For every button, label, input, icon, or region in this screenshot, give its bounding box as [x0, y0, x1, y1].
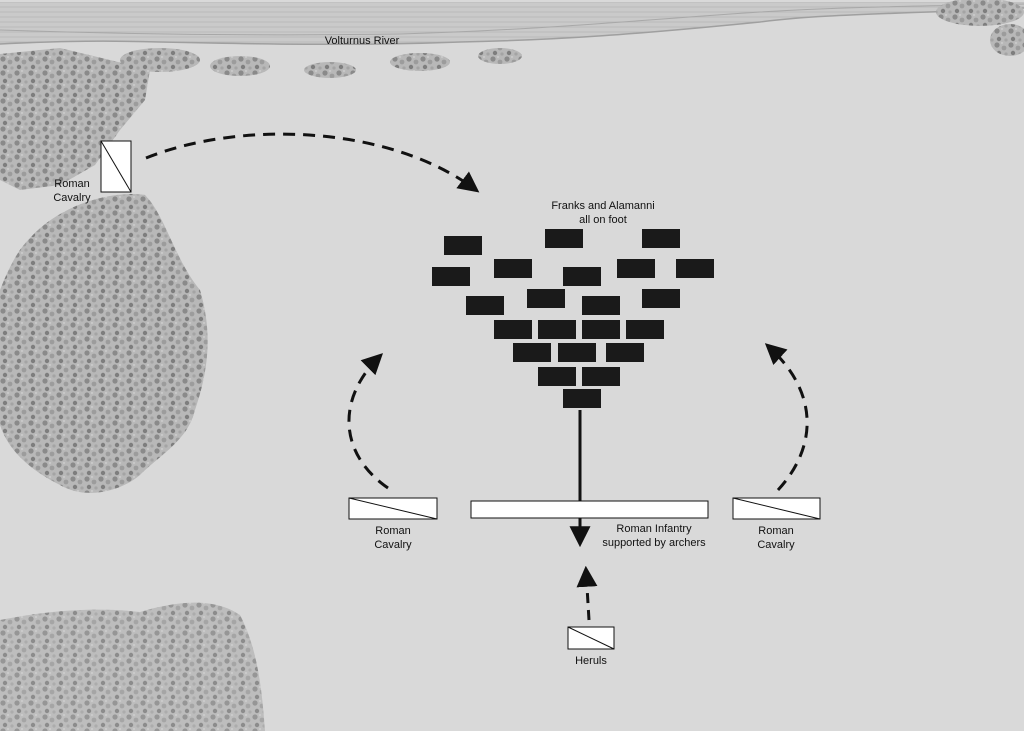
- enemy-block: [527, 289, 565, 308]
- enemy-block: [582, 367, 620, 386]
- heruls: Heruls: [567, 626, 615, 667]
- roman-cavalry-right-label-1: Roman: [758, 525, 793, 537]
- roman-cavalry-right: Roman Cavalry: [732, 497, 821, 551]
- roman-infantry-line: [470, 500, 709, 519]
- cavalry-nw-flank-arrow: [145, 132, 480, 193]
- roman-infantry-label-1: Roman Infantry: [616, 523, 692, 535]
- enemy-block: [513, 343, 551, 362]
- roman-infantry: Roman Infantry supported by archers: [470, 500, 709, 549]
- enemy-block: [582, 296, 620, 315]
- enemy-label-1: Franks and Alamanni: [551, 200, 654, 212]
- enemy-block: [432, 267, 470, 286]
- roman-infantry-label-2: supported by archers: [602, 537, 706, 549]
- enemy-block: [563, 389, 601, 408]
- enemy-block: [676, 259, 714, 278]
- enemy-block: [642, 229, 680, 248]
- roman-cavalry-left-label-1: Roman: [375, 525, 410, 537]
- enemy-block: [538, 367, 576, 386]
- forest-west: [0, 194, 208, 493]
- franks-alamanni-formation: [432, 229, 714, 408]
- heruls-label: Heruls: [575, 655, 607, 667]
- enemy-block: [642, 289, 680, 308]
- forest-southwest: [0, 602, 265, 731]
- heruls-advance-arrow: [576, 565, 598, 621]
- enemy-label-2: all on foot: [579, 214, 627, 226]
- roman-cavalry-nw: Roman Cavalry: [53, 140, 132, 204]
- enemy-block: [626, 320, 664, 339]
- roman-cavalry-left-label-2: Cavalry: [374, 539, 412, 551]
- enemy-block: [494, 320, 532, 339]
- river-label: Volturnus River: [325, 35, 400, 47]
- riverbank-woods: [120, 0, 1024, 78]
- enemy-block: [538, 320, 576, 339]
- enemy-block: [466, 296, 504, 315]
- enemy-block: [558, 343, 596, 362]
- roman-cavalry-nw-label-2: Cavalry: [53, 192, 91, 204]
- enemy-block: [494, 259, 532, 278]
- forest-northwest: [0, 48, 150, 190]
- roman-cavalry-nw-label-1: Roman: [54, 178, 89, 190]
- enemy-block: [617, 259, 655, 278]
- volturnus-river: [0, 2, 1024, 46]
- roman-cavalry-left: Roman Cavalry: [348, 497, 438, 551]
- enemy-block: [582, 320, 620, 339]
- roman-cavalry-right-label-2: Cavalry: [757, 539, 795, 551]
- enemy-block: [545, 229, 583, 248]
- enemy-block: [606, 343, 644, 362]
- enemy-block: [444, 236, 482, 255]
- enemy-block: [563, 267, 601, 286]
